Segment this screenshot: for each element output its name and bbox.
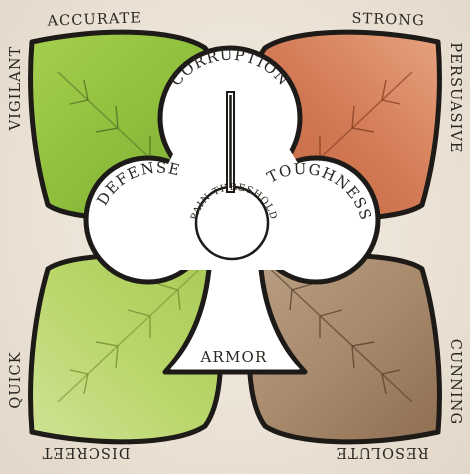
strong-label: STRONG xyxy=(351,11,425,30)
quick-label: QUICK xyxy=(8,351,24,408)
accurate-label: ACCURATE xyxy=(46,10,142,29)
cunning-label: CUNNING xyxy=(447,339,463,425)
persuasive-label: PERSUASIVE xyxy=(447,42,463,153)
resolute-label: RESOLUTE xyxy=(335,444,428,460)
discreet-label: DISCREET xyxy=(42,444,131,460)
armor-label: ARMOR xyxy=(199,348,267,366)
vigilant-label: VIGILANT xyxy=(8,46,24,132)
